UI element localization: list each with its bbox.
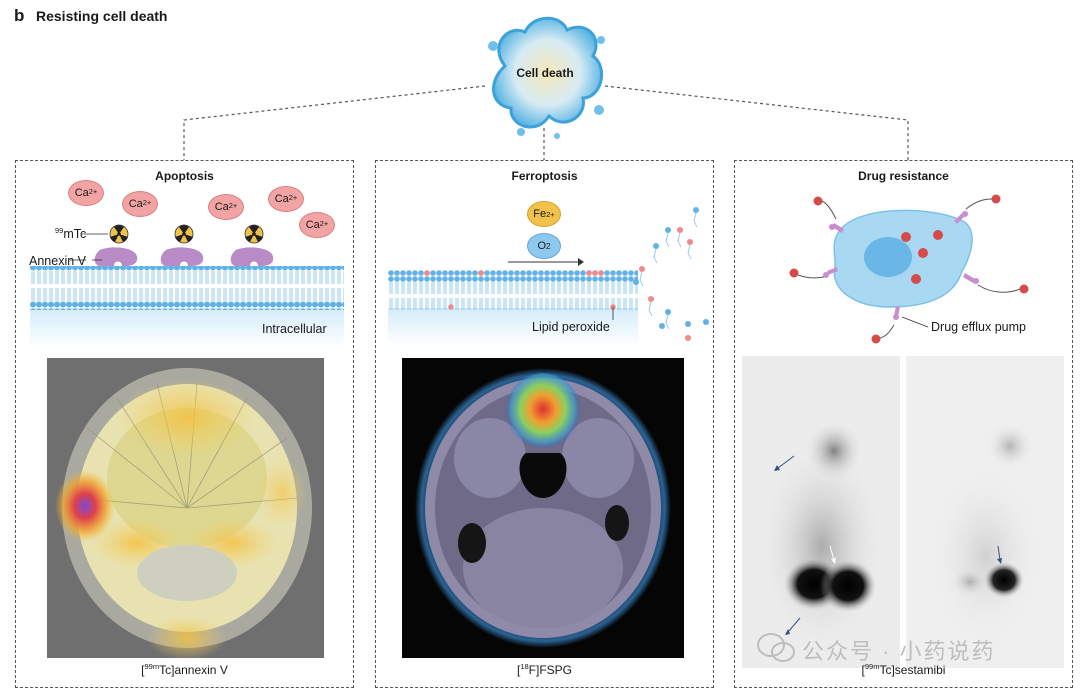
connector-lines [183, 85, 909, 160]
annexin-membrane-graphic [30, 224, 344, 348]
wechat-logo-icon [757, 633, 795, 662]
cell-death-icon [488, 16, 605, 139]
figure-title: Resisting cell death [36, 8, 168, 24]
ferroptosis-title: Ferroptosis [511, 169, 578, 183]
sestamibi-scan-right [906, 356, 1064, 668]
fspg-scan-image [402, 358, 684, 658]
efflux-pump-label: Drug efflux pump [931, 320, 1026, 334]
efflux-cell-graphic [789, 194, 1029, 344]
tracer-label: 99mTc [55, 226, 87, 242]
apoptosis-title: Apoptosis [155, 169, 214, 183]
cell-death-label: Cell death [516, 66, 574, 80]
sestamibi-caption: [99mTc]sestamibi [861, 662, 946, 677]
figure-letter: b [14, 6, 25, 25]
annexin-label: Annexin V [29, 254, 86, 268]
ferroptosis-membrane-graphic [388, 207, 709, 346]
fspg-caption: [18F]FSPG [516, 662, 573, 677]
drug-resistance-title: Drug resistance [858, 169, 949, 183]
lipid-peroxide-label: Lipid peroxide [532, 320, 610, 334]
intracellular-label: Intracellular [262, 322, 327, 336]
sestamibi-scan-left [742, 356, 900, 668]
annexin-scan-image [47, 358, 324, 660]
annexin-caption: [99mTc]annexin V [141, 662, 228, 677]
watermark-text: 公众号 · 小药说药 [802, 639, 996, 664]
